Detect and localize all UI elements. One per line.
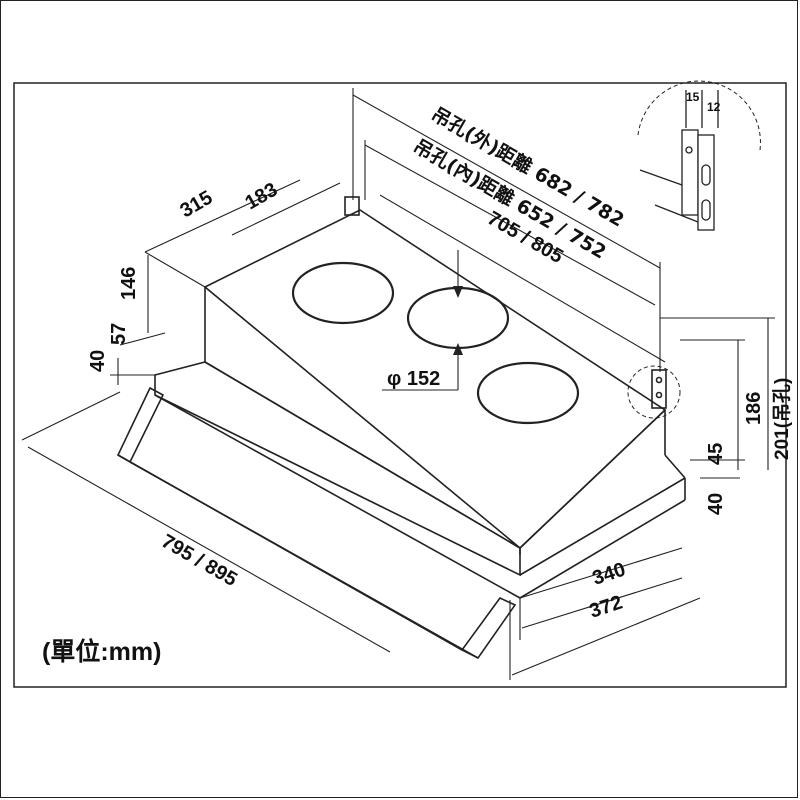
- bracket-left: [344, 196, 360, 216]
- drawing-frame: [13, 82, 787, 688]
- bracket-detail: [637, 80, 761, 231]
- front-visor-left: [116, 386, 165, 464]
- inner-depth-label: 340: [590, 559, 629, 590]
- dimension-lines: [21, 88, 775, 680]
- detail-circle: [627, 365, 681, 419]
- front-visor-right: [460, 596, 517, 660]
- hanging-height-label: 201(吊孔): [771, 378, 793, 460]
- front-height-label: 40: [87, 350, 109, 372]
- bracket-left-dim: 15: [686, 90, 700, 104]
- body-height-label: 146: [118, 267, 140, 300]
- front-offset-label: 57: [108, 323, 130, 345]
- depth-top-label: 315: [177, 187, 217, 223]
- outer-depth-label: 372: [587, 592, 626, 623]
- bracket-right-dim: 12: [707, 100, 721, 114]
- exhaust-hole-left: [291, 261, 395, 325]
- depth-mid-label: 183: [242, 179, 282, 215]
- hood-outline: [116, 196, 686, 660]
- units-label: (單位:mm): [42, 638, 162, 666]
- total-height-label: 186: [743, 392, 765, 425]
- rear-height-label: 40: [705, 493, 727, 515]
- hood-front-panel: [154, 361, 521, 577]
- bracket-right: [651, 369, 667, 409]
- dimension-arrows: [453, 286, 463, 355]
- duct-diameter-label: φ 152: [387, 368, 440, 390]
- exhaust-hole-right: [476, 361, 580, 425]
- rear-offset-label: 45: [705, 443, 727, 465]
